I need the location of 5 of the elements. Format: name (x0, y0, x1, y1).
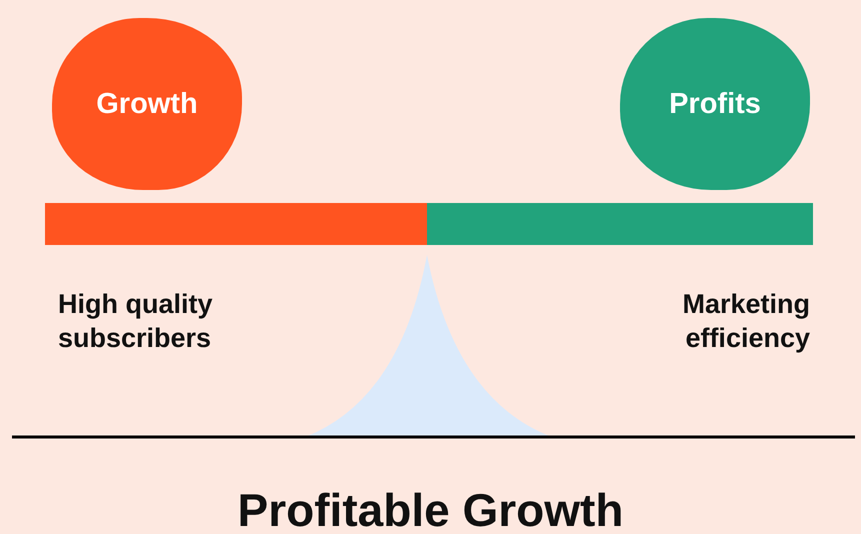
blob-node: Profits (620, 18, 810, 190)
side-label: Marketing efficiency (681, 288, 810, 355)
caption: Profitable Growth (236, 483, 624, 534)
blob-node: Growth (52, 18, 242, 190)
side-label: High quality subscribers (58, 288, 214, 355)
